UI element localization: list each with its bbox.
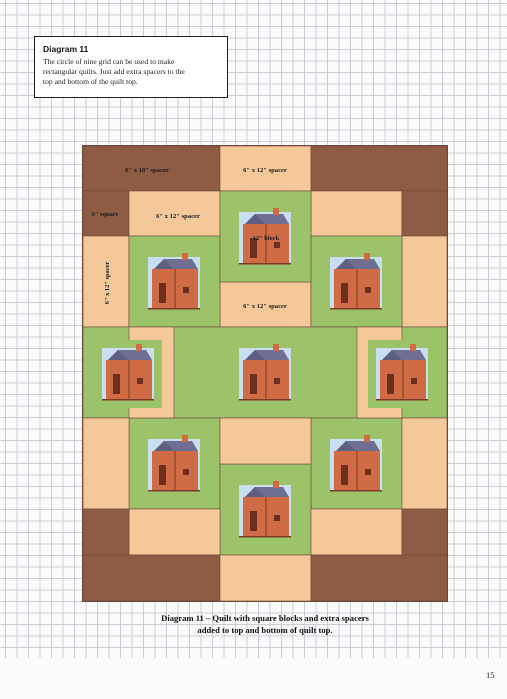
house-block: [94, 340, 162, 408]
label-square-6: 6" square: [92, 211, 119, 218]
spacer-dark-bottom-right: [310, 554, 447, 601]
label-spacer-6x12-left: 6" x 12" spacer: [156, 213, 200, 220]
house-block: [368, 340, 436, 408]
diagram-note-box: Diagram 11 The circle of nine grid can b…: [34, 36, 228, 98]
quilt-diagram: 6" x 18" spacer 6" x 12" spacer 6" squar…: [83, 146, 447, 601]
square-dark-right: [401, 190, 447, 237]
page-number: 15: [486, 670, 495, 680]
spacer-peach-bottom: [219, 554, 312, 601]
house-block: [140, 431, 208, 499]
spacer-lower-center: [219, 417, 312, 465]
house-block: [322, 249, 390, 317]
bottom-margin: [0, 658, 507, 699]
note-title: Diagram 11: [43, 44, 89, 54]
square-6-left: [83, 190, 130, 237]
house-block: [140, 249, 208, 317]
label-spacer-6x18: 6" x 18" spacer: [125, 167, 169, 174]
label-spacer-6x12-vertical: 6" x 12" spacer: [104, 262, 111, 305]
square-dark-bottom-right: [401, 508, 447, 556]
spacer-lower-left: [83, 417, 130, 510]
diagram-caption: Diagram 11 – Quilt with square blocks an…: [130, 612, 400, 636]
caption-line-1: Diagram 11 – Quilt with square blocks an…: [161, 613, 369, 623]
spacer-row9-left: [128, 508, 221, 556]
note-line: rectangular quilts. Just add extra space…: [43, 67, 185, 76]
spacer-row9-right: [310, 508, 403, 556]
square-dark-bottom-left: [83, 508, 130, 556]
spacer-6x12-left: [128, 190, 221, 237]
house-block: [231, 477, 299, 545]
spacer-dark-top-right: [310, 146, 447, 192]
spacer-lower-right: [401, 417, 447, 510]
note-line: The circle of nine grid can be used to m…: [43, 57, 175, 66]
caption-line-2: added to top and bottom of quilt top.: [197, 625, 333, 635]
house-block: [231, 340, 299, 408]
spacer-vertical-right: [401, 235, 447, 328]
spacer-dark-bottom-left: [83, 554, 221, 601]
label-spacer-6x12-top: 6" x 12" spacer: [243, 167, 287, 174]
label-spacer-6x12-center: 6" x 12" spacer: [243, 303, 287, 310]
note-body: The circle of nine grid can be used to m…: [43, 57, 221, 87]
label-block-12: 12" block: [253, 235, 280, 242]
spacer-peach-right: [310, 190, 403, 237]
spacer-6x12-top: [219, 146, 312, 192]
house-block: [322, 431, 390, 499]
note-line: top and bottom of the quilt top.: [43, 77, 138, 86]
